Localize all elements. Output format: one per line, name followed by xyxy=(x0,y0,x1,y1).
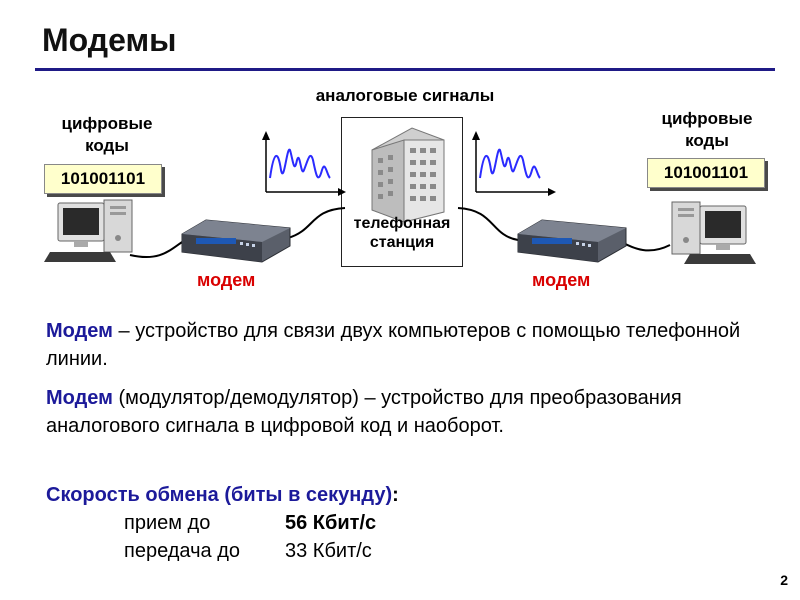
speed-heading-text: Скорость обмена (биты в секунду) xyxy=(46,484,393,506)
definition-1-text: – устройство для связи двух компьютеров … xyxy=(46,320,741,370)
definition-2-term: Модем xyxy=(46,387,113,409)
left-phone-line xyxy=(287,207,346,239)
left-modem-label: модем xyxy=(197,270,256,290)
title-divider xyxy=(35,68,775,71)
left-binary-code: 101001101 xyxy=(44,164,162,194)
slide-title: Модемы xyxy=(42,22,177,58)
speed-heading-colon: : xyxy=(392,484,399,506)
definition-1-term: Модем xyxy=(46,320,113,342)
analog-signals-label: аналоговые сигналы xyxy=(315,86,495,105)
receive-label: прием до xyxy=(124,512,211,534)
left-pc-cable xyxy=(129,239,186,259)
definition-2-text: (модулятор/демодулятор) – устройство для… xyxy=(46,387,682,437)
station-label-line2: станция xyxy=(369,234,435,251)
send-label: передача до xyxy=(124,540,241,562)
right-modem-icon xyxy=(517,219,627,263)
left-computer-icon xyxy=(44,199,133,262)
right-computer-icon xyxy=(671,201,756,264)
receive-value: 56 Кбит/с xyxy=(285,512,377,534)
station-label-line1: телефонная xyxy=(353,215,451,232)
building-icon xyxy=(371,127,445,223)
definition-2: Модем (модулятор/демодулятор) – устройст… xyxy=(46,384,726,440)
right-analog-signal-icon xyxy=(472,131,556,196)
right-modem-label: модем xyxy=(532,270,591,290)
left-modem-icon xyxy=(181,219,291,263)
left-digital-codes-label: цифровые коды xyxy=(61,114,153,155)
definition-1: Модем – устройство для связи двух компью… xyxy=(46,317,776,373)
slide-number: 2 xyxy=(780,572,788,588)
send-value: 33 Кбит/с xyxy=(285,540,372,562)
telephone-station-label: телефонная станция xyxy=(341,214,463,252)
speed-heading: Скорость обмена (биты в секунду): xyxy=(46,481,399,509)
right-phone-line xyxy=(457,207,519,241)
right-binary-code: 101001101 xyxy=(647,158,765,188)
left-analog-signal-icon xyxy=(262,131,346,196)
modem-diagram xyxy=(44,127,756,264)
right-digital-codes-label: цифровые коды xyxy=(661,109,753,150)
